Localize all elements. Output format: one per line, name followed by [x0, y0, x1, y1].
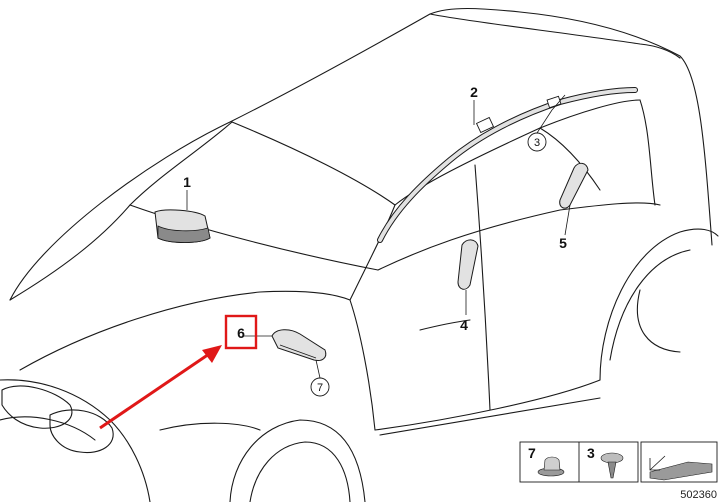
callout-3: 3	[534, 137, 540, 149]
reference-number: 502360	[680, 489, 717, 501]
red-highlight-arrow	[99, 345, 222, 430]
callout-7-circle	[310, 377, 330, 397]
nut-icon	[537, 456, 565, 477]
direction-wedge-icon	[649, 455, 713, 481]
callout-2: 2	[470, 84, 478, 100]
legend-nut-number: 7	[528, 445, 536, 461]
car-body-outline	[0, 7, 719, 502]
fastener-legend: 7 3	[519, 441, 718, 483]
curtain-airbag	[377, 87, 638, 243]
front-side-airbag	[457, 239, 479, 290]
callout-4: 4	[460, 317, 468, 333]
callout-6: 6	[237, 325, 245, 341]
callout-6-highlight-box	[224, 314, 258, 350]
screw-icon	[600, 452, 624, 479]
callout-7: 7	[317, 382, 323, 394]
callout-1: 1	[183, 174, 191, 190]
legend-screw-number: 3	[587, 445, 595, 461]
knee-airbag	[271, 329, 327, 361]
callout-3-circle	[527, 132, 547, 152]
passenger-airbag-module	[154, 209, 211, 243]
callout-5: 5	[559, 235, 567, 251]
leader-lines	[186, 94, 571, 379]
rear-side-airbag	[559, 162, 589, 209]
